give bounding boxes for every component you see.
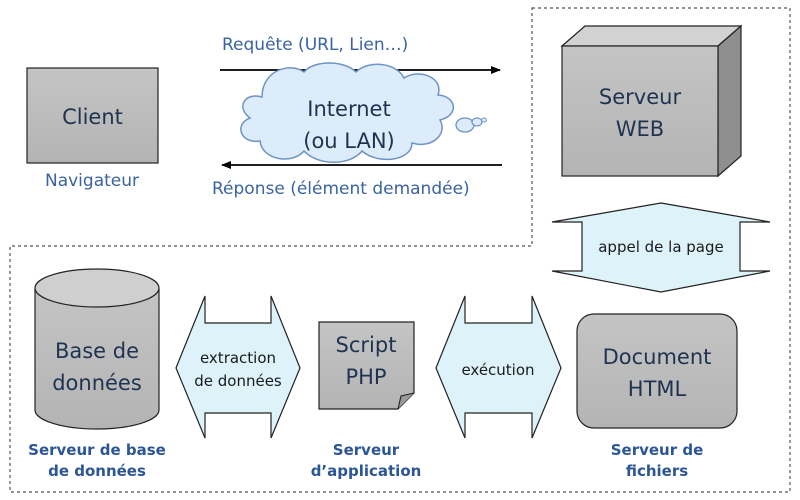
- execution-arrow: exécution: [435, 295, 562, 439]
- html-document-caption-line2: fichiers: [626, 462, 688, 480]
- php-script-label-line1: Script: [336, 333, 397, 357]
- html-document-caption-line1: Serveur de: [611, 441, 704, 459]
- response-label: Réponse (élément demandée): [212, 179, 470, 199]
- internet-cloud: Internet (ou LAN): [240, 62, 487, 163]
- database-label-line1: Base de: [55, 339, 139, 363]
- php-script-caption-line1: Serveur: [333, 441, 400, 459]
- database-caption-line1: Serveur de base: [28, 441, 166, 459]
- html-document-label-line1: Document: [603, 345, 712, 369]
- html-document-box: Document HTML: [576, 313, 738, 429]
- internet-label-line2: (ou LAN): [303, 129, 394, 153]
- web-server-box: Serveur WEB: [560, 24, 743, 178]
- extraction-label-line1: extraction: [200, 349, 276, 367]
- client-box: Client: [26, 67, 159, 164]
- web-server-label-line2: WEB: [616, 117, 664, 141]
- execution-label: exécution: [461, 361, 534, 379]
- server-side-boundary: [9, 7, 791, 493]
- page-call-arrow: appel de la page: [551, 202, 771, 293]
- database-caption-line2: de données: [48, 462, 146, 480]
- extraction-label-line2: de données: [194, 372, 282, 390]
- database-cylinder: Base de données: [34, 268, 160, 430]
- php-script-document: Script PHP: [318, 321, 415, 410]
- html-document-label-line2: HTML: [628, 377, 687, 401]
- client-caption: Navigateur: [45, 171, 139, 191]
- php-script-label-line2: PHP: [345, 365, 386, 389]
- internet-label-line1: Internet: [307, 97, 390, 121]
- web-server-label-line1: Serveur: [599, 85, 682, 109]
- php-script-caption-line2: d’application: [311, 462, 422, 480]
- extraction-arrow: extraction de données: [175, 295, 301, 439]
- page-call-label: appel de la page: [598, 238, 724, 256]
- database-label-line2: données: [52, 371, 142, 395]
- client-label: Client: [62, 105, 123, 129]
- request-label: Requête (URL, Lien…): [222, 35, 408, 55]
